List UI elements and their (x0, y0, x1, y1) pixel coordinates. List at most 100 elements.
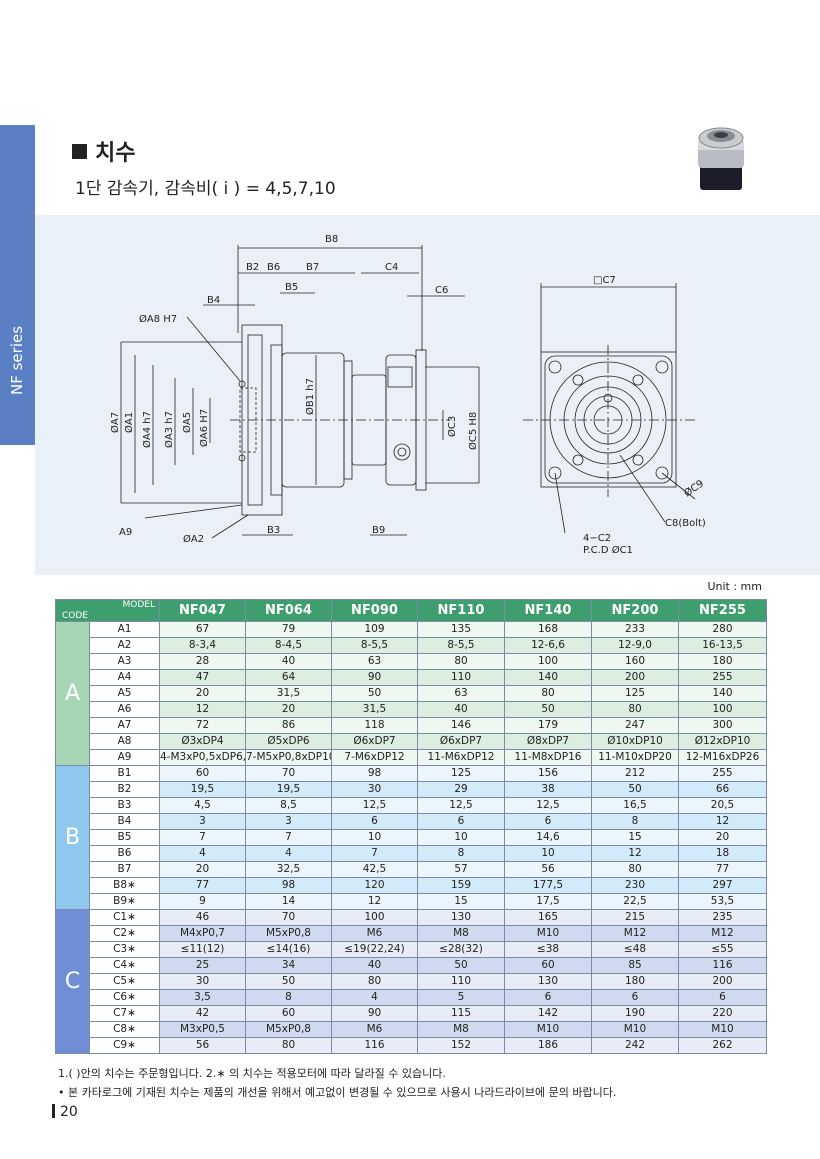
label-a1: ØA1 (123, 412, 135, 433)
row-code: A9 (89, 749, 160, 766)
table-cell: 4,5 (159, 797, 246, 814)
table-cell: M3xP0,5 (159, 1021, 246, 1038)
table-row: C3∗≤11(12)≤14(16)≤19(22,24)≤28(32)≤38≤48… (56, 941, 767, 958)
table-cell: 10 (417, 829, 505, 846)
table-cell: 50 (504, 701, 592, 718)
table-cell: ≤19(22,24) (331, 941, 418, 958)
row-code: C2∗ (89, 925, 160, 942)
table-cell: ≤28(32) (417, 941, 505, 958)
label-b1: ØB1 h7 (304, 378, 316, 415)
table-cell: 50 (331, 685, 418, 702)
side-tab-label: NF series (8, 325, 26, 395)
code-header: CODE (62, 611, 88, 621)
table-cell: 118 (331, 717, 418, 734)
table-cell: 20,5 (678, 797, 767, 814)
table-cell: 6 (678, 989, 767, 1006)
table-cell: 31,5 (331, 701, 418, 718)
table-cell: 115 (417, 1005, 505, 1022)
table-cell: 159 (417, 877, 505, 894)
table-cell: 14,6 (504, 829, 592, 846)
table-cell: 50 (591, 781, 679, 798)
unit-label: Unit : mm (707, 580, 762, 593)
table-cell: 50 (417, 957, 505, 974)
table-cell: 186 (504, 1037, 592, 1054)
model-nf064: NF064 (245, 599, 332, 622)
table-cell: 200 (591, 669, 679, 686)
label-c3: ØC3 (446, 416, 458, 437)
row-code: C8∗ (89, 1021, 160, 1038)
table-cell: 233 (591, 621, 679, 638)
table-cell: 180 (678, 653, 767, 670)
table-cell: 125 (591, 685, 679, 702)
table-cell: 142 (504, 1005, 592, 1022)
table-cell: 116 (678, 957, 767, 974)
table-cell: 9 (159, 893, 246, 910)
table-cell: 12 (678, 813, 767, 830)
row-code: C3∗ (89, 941, 160, 958)
row-code: C6∗ (89, 989, 160, 1006)
group-label: C (55, 909, 90, 1054)
table-cell: 100 (331, 909, 418, 926)
row-code: B5 (89, 829, 160, 846)
label-b2: B2 (246, 262, 259, 273)
table-cell: 180 (591, 973, 679, 990)
table-cell: 12 (331, 893, 418, 910)
table-cell: 17,5 (504, 893, 592, 910)
note-2: • 본 카타로그에 기재된 치수는 제품의 개선을 위해서 예고없이 변경될 수… (58, 1086, 617, 1099)
model-nf047: NF047 (159, 599, 246, 622)
label-b7: B7 (306, 262, 319, 273)
table-cell: 255 (678, 765, 767, 782)
table-cell: M12 (591, 925, 679, 942)
label-b3: B3 (267, 525, 280, 536)
table-cell: 8 (417, 845, 505, 862)
row-code: B7 (89, 861, 160, 878)
label-c9: ØC9 (682, 477, 706, 499)
table-cell: 34 (245, 957, 332, 974)
row-code: C9∗ (89, 1037, 160, 1054)
table-cell: Ø5xDP6 (245, 733, 332, 750)
label-b4: B4 (207, 295, 220, 306)
table-cell: 46 (159, 909, 246, 926)
table-cell: 297 (678, 877, 767, 894)
table-cell: M8 (417, 1021, 505, 1038)
table-cell: 79 (245, 621, 332, 638)
table-cell: 63 (331, 653, 418, 670)
subtitle: 1단 감속기, 감속비( i ) = 4,5,7,10 (75, 179, 336, 199)
table-cell: 230 (591, 877, 679, 894)
table-cell: 7 (331, 845, 418, 862)
table-cell: 32,5 (245, 861, 332, 878)
table-cell: 120 (331, 877, 418, 894)
page-number-text: 20 (60, 1104, 78, 1120)
label-c7: □C7 (593, 275, 616, 286)
table-cell: 20 (245, 701, 332, 718)
table-cell: 31,5 (245, 685, 332, 702)
table-cell: 3 (245, 813, 332, 830)
table-cell: 6 (504, 813, 592, 830)
row-code: C4∗ (89, 957, 160, 974)
table-cell: 10 (331, 829, 418, 846)
table-cell: M4xP0,7 (159, 925, 246, 942)
table-cell: 280 (678, 621, 767, 638)
row-code: B1 (89, 765, 160, 782)
row-code: B3 (89, 797, 160, 814)
label-a7: ØA7 (109, 412, 121, 433)
table-cell: 10 (504, 845, 592, 862)
table-cell: 8-5,5 (331, 637, 418, 654)
row-code: B4 (89, 813, 160, 830)
row-code: A1 (89, 621, 160, 638)
label-a9: A9 (119, 527, 132, 538)
spec-table: MODEL CODE NF047 NF064 NF090 NF110 NF140… (55, 599, 767, 1054)
label-a8: ØA8 H7 (139, 313, 177, 325)
table-cell: 160 (591, 653, 679, 670)
